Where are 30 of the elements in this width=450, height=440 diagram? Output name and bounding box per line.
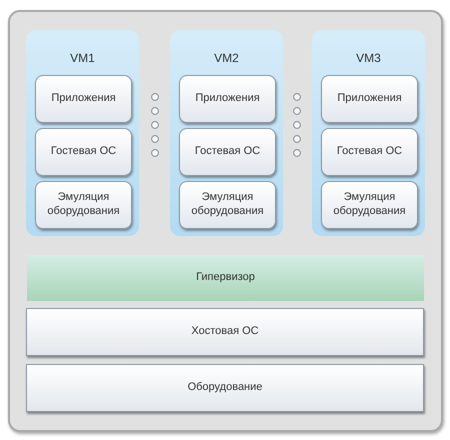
layer-label: Приложения [51, 92, 116, 106]
vm-label: VM2 [214, 51, 239, 66]
layer-band [26, 308, 424, 356]
layer-card [35, 75, 132, 123]
layer-band [26, 364, 424, 412]
vm-container [26, 30, 139, 236]
layer-label: Эмуляция оборудования [46, 191, 121, 219]
layer-card [179, 181, 276, 229]
layer-card [321, 181, 418, 229]
layer-label: Гостевая ОС [50, 145, 116, 159]
layer-card [179, 75, 276, 123]
layer-label: Оборудование [188, 381, 262, 395]
layer-card [321, 75, 418, 123]
layer-card [35, 181, 132, 229]
vm-container [312, 30, 425, 236]
vm-label: VM1 [70, 51, 95, 66]
layer-label: Приложения [195, 92, 260, 106]
layer-label: Гостевая ОС [194, 145, 260, 159]
layer-label: Эмуляция оборудования [190, 191, 265, 219]
layer-label: Эмуляция оборудования [332, 191, 407, 219]
layer-label: Хостовая ОС [191, 325, 259, 339]
layer-label: Гипервизор [196, 271, 255, 285]
vm-label: VM3 [356, 51, 381, 66]
layer-label: Гостевая ОС [336, 145, 402, 159]
layer-label: Приложения [337, 92, 402, 106]
layer-card [35, 128, 132, 176]
layer-card [321, 128, 418, 176]
layer-card [179, 128, 276, 176]
vm-container [170, 30, 283, 236]
hypervisor-band [27, 255, 424, 301]
